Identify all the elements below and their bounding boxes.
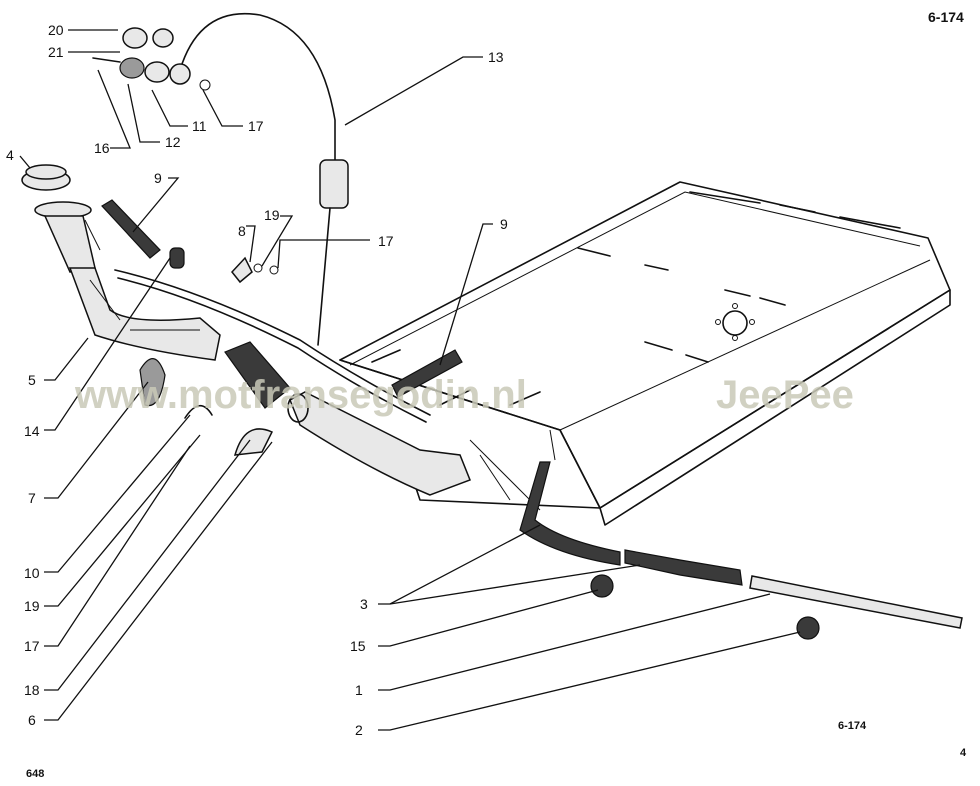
- callout-11: 11: [192, 118, 207, 134]
- watermark: www.motfransegodin.nl JeePee: [74, 373, 854, 417]
- callout-14: 14: [24, 423, 40, 439]
- vent-pipe: [114, 269, 431, 423]
- tank-sender-port: [722, 310, 748, 336]
- callout-10: 10: [24, 565, 40, 581]
- callout-4: 4: [6, 147, 14, 163]
- hose-upper-left: [101, 199, 161, 259]
- watermark-site: www.motfransegodin.nl: [74, 373, 527, 417]
- hardware-top-left: [92, 27, 211, 91]
- callout-1: 1: [355, 682, 363, 698]
- callout-8: 8: [238, 223, 246, 239]
- grommet-small: [169, 247, 185, 269]
- gauge-cable: [169, 13, 349, 346]
- callout-17-low: 17: [24, 638, 40, 654]
- callout-18: 18: [24, 682, 40, 698]
- page-id-bottom: 6-174: [838, 720, 867, 732]
- filler-neck: [34, 201, 221, 361]
- page-id-top: 6-174: [928, 9, 964, 25]
- callout-19-mid: 19: [264, 207, 280, 223]
- callout-9-tank: 9: [500, 216, 508, 232]
- bracket-hardware: [231, 256, 279, 284]
- callout-13: 13: [488, 49, 504, 65]
- callout-5: 5: [28, 372, 36, 388]
- filler-cap: [21, 164, 71, 191]
- callout-7: 7: [28, 490, 36, 506]
- pipe-clamp: [233, 428, 274, 456]
- fuel-tank: [339, 181, 951, 526]
- tank-slots: [371, 191, 901, 406]
- callout-17-top: 17: [248, 118, 264, 134]
- callout-19-low: 19: [24, 598, 40, 614]
- callout-20: 20: [48, 22, 64, 38]
- callout-6: 6: [28, 712, 36, 728]
- hose-clamp: [184, 404, 213, 419]
- page-corner-left: 648: [26, 768, 44, 780]
- filler-hose: [224, 341, 471, 496]
- callout-12: 12: [165, 134, 181, 150]
- callout-numbers: 20 21 16 12 11 17 13 4 9 19 8 17 9 5 14 …: [6, 22, 508, 738]
- outlet-line: [519, 461, 963, 640]
- callout-17-mid: 17: [378, 233, 394, 249]
- callout-2: 2: [355, 722, 363, 738]
- callout-21: 21: [48, 44, 64, 60]
- watermark-brand: JeePee: [716, 373, 854, 417]
- callout-15: 15: [350, 638, 366, 654]
- callout-3: 3: [360, 596, 368, 612]
- callout-16: 16: [94, 140, 110, 156]
- grommet-large: [139, 358, 166, 407]
- hose-tank: [391, 349, 463, 398]
- page-corner-right: 4: [960, 747, 967, 759]
- callout-9-left: 9: [154, 170, 162, 186]
- leader-lines: [19, 29, 801, 731]
